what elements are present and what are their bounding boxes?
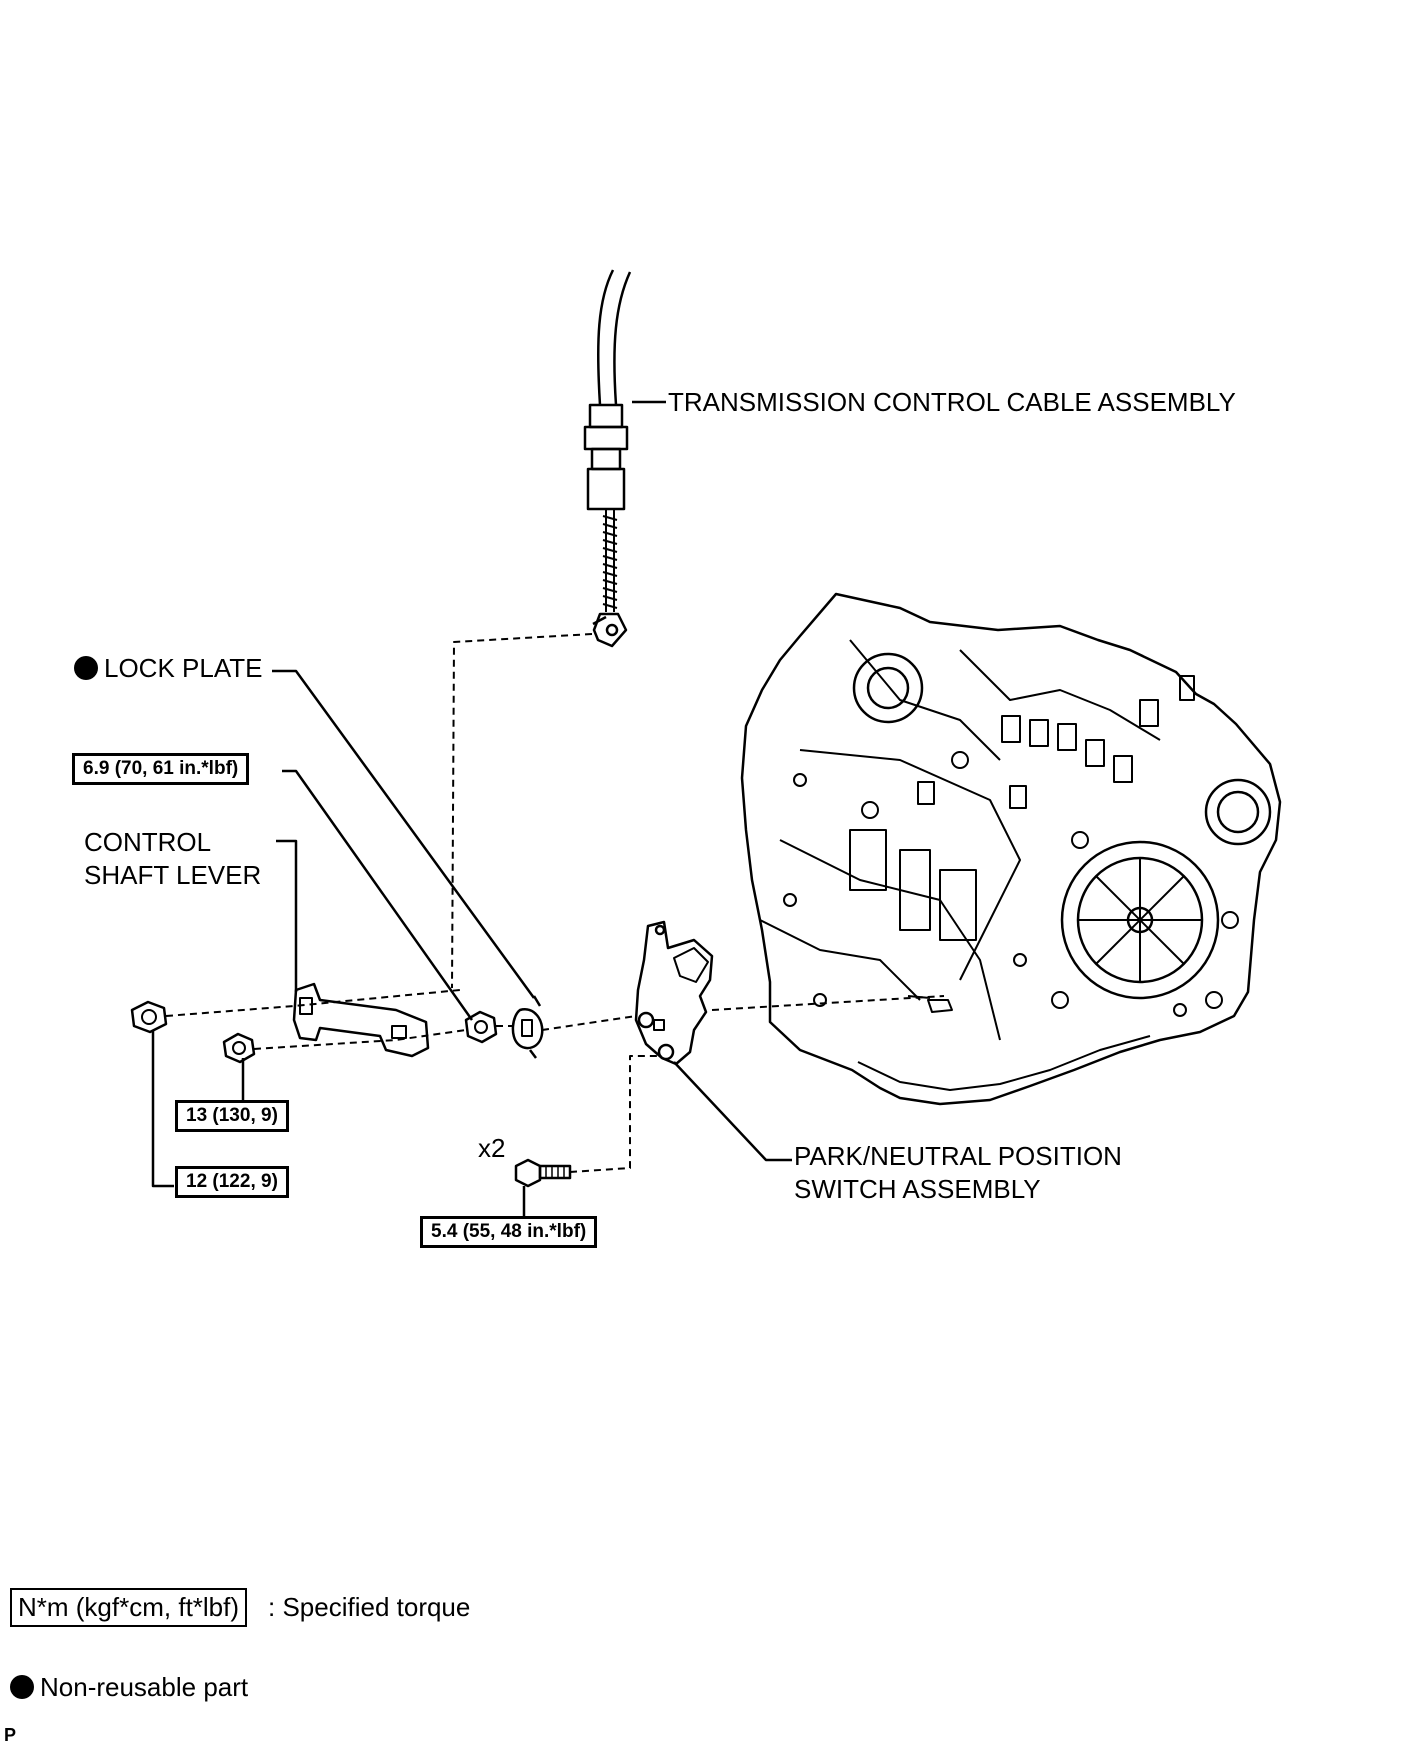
legend-dot-icon	[10, 1675, 34, 1699]
transmission-assembly	[740, 592, 1282, 1106]
torque-lock-nut: 6.9 (70, 61 in.*lbf)	[72, 753, 250, 785]
leader-lines	[151, 400, 792, 1216]
control-shaft-lever-label-line1: CONTROL	[84, 827, 212, 857]
control-shaft-lever-label-line2: SHAFT LEVER	[84, 860, 262, 890]
non-reusable-dot-icon	[74, 656, 98, 680]
legend-nonreusable-text: Non-reusable part	[40, 1672, 249, 1702]
torque-large-nut: 12 (122, 9)	[175, 1166, 289, 1198]
lock-nut	[464, 1010, 498, 1044]
legend-torque-unit: N*m (kgf*cm, ft*lbf)	[10, 1588, 248, 1627]
cable-label: TRANSMISSION CONTROL CABLE ASSEMBLY	[668, 387, 1236, 417]
hex-nut-large	[130, 1000, 168, 1034]
legend-torque-desc: : Specified torque	[268, 1592, 471, 1622]
switch-label-line1: PARK/NEUTRAL POSITION	[794, 1141, 1122, 1171]
lock-plate-text: LOCK PLATE	[104, 653, 263, 683]
legend-nonreusable: Non-reusable part	[10, 1672, 248, 1703]
switch-label-line2: SWITCH ASSEMBLY	[794, 1174, 1041, 1204]
mounting-bolt	[514, 1158, 572, 1188]
corner-mark: P	[4, 1725, 17, 1745]
lock-plate-part	[511, 995, 544, 1059]
lock-plate-label: LOCK PLATE	[74, 652, 262, 685]
bolt-quantity-label: x2	[478, 1133, 506, 1163]
torque-bolt: 5.4 (55, 48 in.*lbf)	[420, 1216, 598, 1248]
hex-nut-small	[222, 1032, 256, 1064]
transmission-control-cable	[583, 269, 632, 648]
assembly-dashed-lines	[165, 633, 945, 1173]
park-neutral-switch	[634, 920, 714, 1066]
torque-small-nut: 13 (130, 9)	[175, 1100, 289, 1132]
